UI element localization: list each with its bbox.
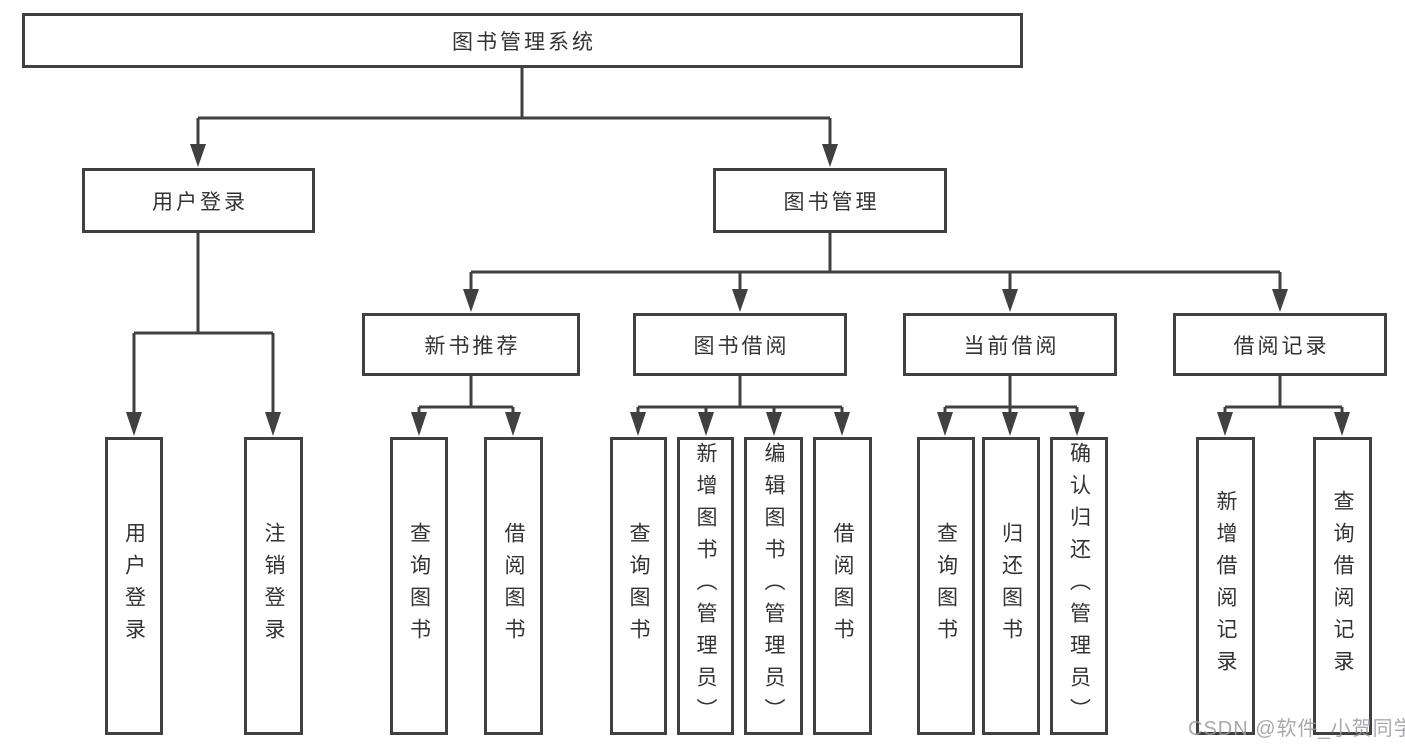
arrow-down-icon [463, 289, 479, 312]
leaf-query-books-current-label: 查询图书 [934, 522, 958, 650]
node-book-borrow-label: 图书借阅 [693, 334, 790, 358]
leaf-add-book-admin-label: 新增图书（管理员） [694, 442, 717, 730]
connector-user-login-to-leaves [126, 233, 281, 436]
leaf-edit-book-admin: 编辑图书（管理员） [744, 437, 803, 735]
arrow-down-icon [411, 412, 427, 436]
node-borrow-records-label: 借阅记录 [1233, 334, 1330, 358]
arrow-down-icon [1002, 289, 1018, 312]
arrow-down-icon [126, 412, 142, 436]
arrow-down-icon [1069, 412, 1085, 436]
csdn-watermark: CSDN @软件_小贺同学 [1188, 718, 1405, 740]
arrow-down-icon [505, 412, 521, 436]
arrow-down-icon [834, 412, 850, 436]
arrow-down-icon [265, 412, 281, 436]
connector-current-borrow-to-leaves [937, 376, 1085, 436]
arrow-down-icon [190, 144, 206, 167]
leaf-add-borrow-record-label: 新增借阅记录 [1214, 490, 1237, 682]
node-user-login-label: 用户登录 [152, 190, 248, 214]
arrow-down-icon [698, 412, 714, 436]
arrow-down-icon [937, 412, 953, 436]
connector-root-to-level2 [190, 68, 838, 167]
node-borrow-records: 借阅记录 [1173, 313, 1387, 376]
leaf-query-borrow-record: 查询借阅记录 [1313, 437, 1372, 735]
connector-book-borrow-to-leaves [630, 376, 850, 436]
arrow-down-icon [1217, 412, 1233, 436]
leaf-query-books-borrow-label: 查询图书 [627, 522, 650, 650]
leaf-borrow-books-recommend-label: 借阅图书 [502, 522, 525, 650]
leaf-borrow-books-label: 借阅图书 [831, 522, 854, 650]
node-user-login: 用户登录 [82, 168, 315, 233]
leaf-query-borrow-record-label: 查询借阅记录 [1331, 490, 1354, 682]
node-book-borrow: 图书借阅 [633, 313, 847, 376]
arrow-down-icon [630, 412, 646, 436]
leaf-query-books-borrow: 查询图书 [610, 437, 667, 735]
leaf-logout: 注销登录 [244, 437, 303, 735]
node-library-system: 图书管理系统 [22, 13, 1023, 68]
arrow-down-icon [1002, 412, 1018, 436]
leaf-return-book: 归还图书 [982, 437, 1040, 735]
leaf-query-books-recommend-label: 查询图书 [407, 522, 431, 650]
leaf-add-book-admin: 新增图书（管理员） [677, 437, 734, 735]
node-library-system-label: 图书管理系统 [452, 30, 596, 54]
leaf-edit-book-admin-label: 编辑图书（管理员） [762, 442, 785, 730]
leaf-query-books-recommend: 查询图书 [390, 437, 448, 735]
leaf-add-borrow-record: 新增借阅记录 [1196, 437, 1255, 735]
node-current-borrow-label: 当前借阅 [963, 334, 1060, 358]
leaf-query-books-current: 查询图书 [917, 437, 975, 735]
arrow-down-icon [732, 289, 748, 312]
leaf-user-login-label: 用户登录 [122, 522, 146, 650]
leaf-confirm-return-admin-label: 确认归还（管理员） [1067, 442, 1091, 730]
arrow-down-icon [1272, 289, 1288, 312]
leaf-user-login: 用户登录 [105, 437, 163, 735]
leaf-borrow-books: 借阅图书 [813, 437, 872, 735]
leaf-return-book-label: 归还图书 [999, 522, 1023, 650]
node-new-book-recommend-label: 新书推荐 [424, 334, 521, 358]
arrow-down-icon [1334, 412, 1350, 436]
leaf-borrow-books-recommend: 借阅图书 [484, 437, 543, 735]
connector-new-book-to-leaves [411, 376, 521, 436]
leaf-logout-label: 注销登录 [262, 522, 285, 650]
node-book-management-label: 图书管理 [783, 190, 880, 214]
connector-borrow-records-to-leaves [1217, 376, 1350, 436]
connector-book-mgmt-to-level3 [463, 233, 1288, 312]
node-current-borrow: 当前借阅 [903, 313, 1117, 376]
arrow-down-icon [822, 144, 838, 167]
node-new-book-recommend: 新书推荐 [362, 313, 580, 376]
arrow-down-icon [766, 412, 782, 436]
leaf-confirm-return-admin: 确认归还（管理员） [1050, 437, 1108, 735]
node-book-management: 图书管理 [713, 168, 947, 233]
